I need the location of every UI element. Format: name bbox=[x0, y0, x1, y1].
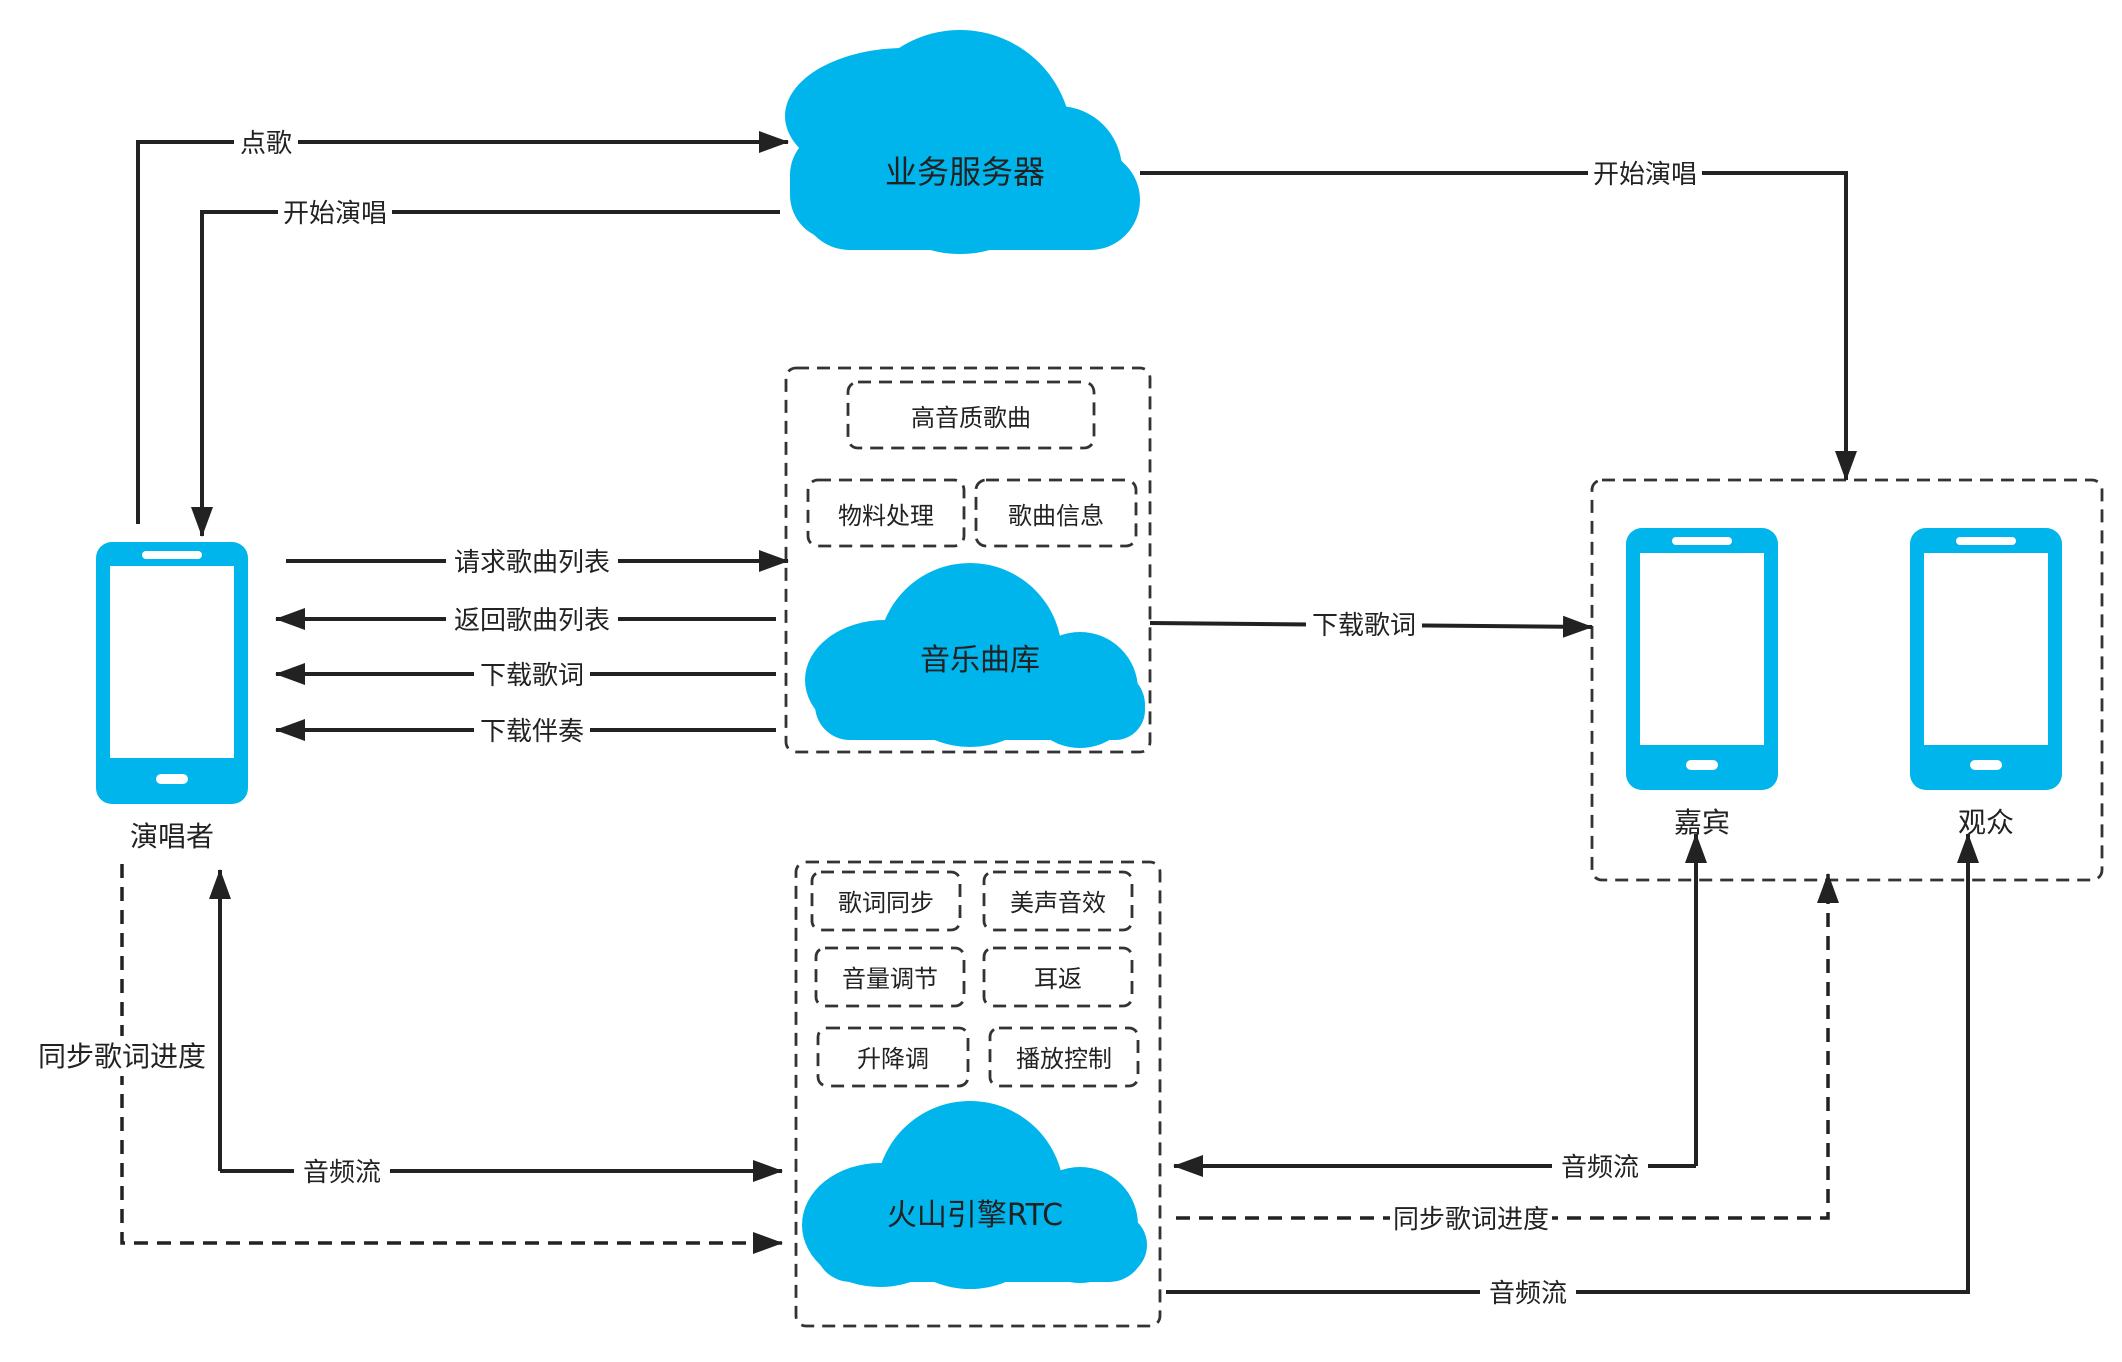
music-library-cloud: 音乐曲库 bbox=[805, 563, 1145, 748]
guest-phone-icon bbox=[1626, 528, 1778, 790]
singer-label: 演唱者 bbox=[130, 820, 214, 853]
edge-label-download-accompaniment: 下载伴奏 bbox=[480, 717, 584, 747]
edge-label-sync-progress-guests: 同步歌词进度 bbox=[1393, 1205, 1549, 1235]
business-server-label: 业务服务器 bbox=[885, 153, 1045, 191]
edge-start-sing-singer bbox=[191, 210, 780, 537]
edge-label-audio-singer: 音频流 bbox=[303, 1158, 381, 1188]
edge-label-audio-audience: 音频流 bbox=[1489, 1279, 1567, 1309]
music-feature-label: 高音质歌曲 bbox=[911, 404, 1031, 432]
edge-label-order-song: 点歌 bbox=[240, 129, 292, 159]
rtc-feature-label: 耳返 bbox=[1034, 965, 1082, 993]
rtc-cloud: 火山引擎RTC bbox=[802, 1101, 1147, 1289]
edge-sync-progress-singer bbox=[120, 864, 783, 1254]
guest-label: 嘉宾 bbox=[1674, 806, 1730, 839]
singer-phone-icon bbox=[96, 542, 248, 804]
music-feature-hq-songs: 高音质歌曲 bbox=[846, 380, 1096, 450]
rtc-feature-label: 升降调 bbox=[857, 1045, 929, 1073]
edge-label-download-lyrics-guests: 下载歌词 bbox=[1312, 611, 1416, 641]
rtc-feature-pitch: 升降调 bbox=[816, 1026, 970, 1088]
audience-phone-icon bbox=[1910, 528, 2062, 790]
rtc-feature-label: 音量调节 bbox=[842, 965, 938, 993]
edge-order-song bbox=[136, 131, 789, 524]
edge-label-audio-guest: 音频流 bbox=[1561, 1153, 1639, 1183]
edge-label-download-lyrics-singer: 下载歌词 bbox=[480, 661, 584, 691]
music-feature-song-info: 歌曲信息 bbox=[974, 478, 1138, 548]
business-server-cloud: 业务服务器 bbox=[785, 30, 1140, 254]
edge-label-request-list: 请求歌曲列表 bbox=[454, 548, 610, 578]
rtc-feature-lyrics-sync: 歌词同步 bbox=[810, 870, 962, 932]
edge-label-return-list: 返回歌曲列表 bbox=[454, 606, 610, 636]
rtc-feature-label: 歌词同步 bbox=[838, 889, 934, 917]
music-feature-label: 物料处理 bbox=[838, 502, 934, 530]
rtc-feature-volume: 音量调节 bbox=[814, 946, 966, 1008]
rtc-group bbox=[794, 860, 1162, 1328]
rtc-label: 火山引擎RTC bbox=[887, 1198, 1063, 1233]
rtc-feature-ear-return: 耳返 bbox=[982, 946, 1134, 1008]
edge-label-start-sing-singer: 开始演唱 bbox=[283, 199, 387, 229]
edge-label-sync-progress-singer: 同步歌词进度 bbox=[38, 1040, 206, 1073]
edge-start-sing-guests bbox=[1140, 171, 1857, 481]
edge-audio-audience bbox=[1166, 833, 1979, 1294]
rtc-feature-voice-effect: 美声音效 bbox=[982, 870, 1134, 932]
edge-label-start-sing-guests: 开始演唱 bbox=[1593, 160, 1697, 190]
rtc-feature-playback: 播放控制 bbox=[988, 1026, 1140, 1088]
music-feature-label: 歌曲信息 bbox=[1008, 502, 1104, 530]
music-feature-material: 物料处理 bbox=[806, 478, 966, 548]
rtc-feature-label: 播放控制 bbox=[1016, 1045, 1112, 1073]
music-library-label: 音乐曲库 bbox=[920, 643, 1040, 678]
rtc-feature-label: 美声音效 bbox=[1010, 889, 1106, 917]
music-library-group bbox=[784, 366, 1152, 754]
listeners-group bbox=[1590, 478, 2104, 882]
